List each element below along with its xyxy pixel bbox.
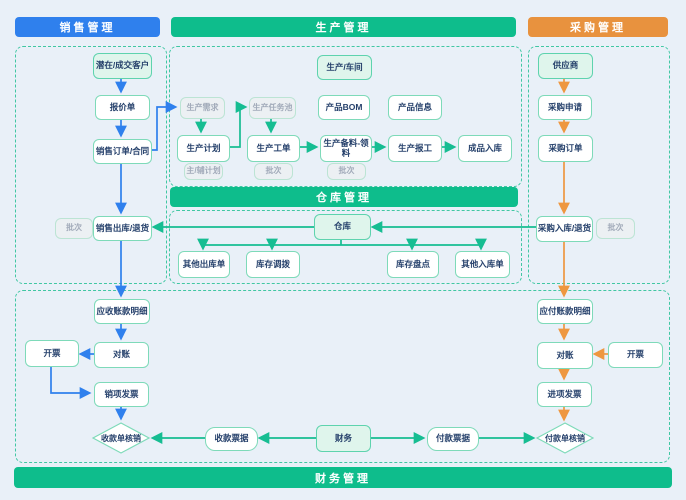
node-sales-quote: 报价单 [95,95,150,120]
sales-region [15,46,167,284]
node-prod-workshop: 生产/车间 [317,55,372,80]
node-sales-batch: 批次 [55,218,93,239]
node-prod-material-batch: 批次 [327,163,366,180]
node-wh-other-outbound: 其他出库单 [178,251,230,278]
node-prod-task-pool: 生产任务池 [249,97,296,119]
node-prod-work-order: 生产工单 [247,135,300,162]
node-proc-payable: 应付账款明细 [537,299,593,324]
node-proc-reconcile: 对账 [537,342,593,369]
node-payment-writeoff: 付款单核销 [536,422,594,454]
node-fin-payment-bill: 付款票据 [427,427,479,451]
node-wh-transfer: 库存调拨 [246,251,300,278]
procurement-region [528,46,670,284]
node-prod-work-order-batch: 批次 [254,163,293,180]
node-wh-stocktake: 库存盘点 [387,251,439,278]
finance-region [15,290,670,463]
node-proc-order: 采购订单 [538,135,593,162]
node-proc-batch: 批次 [596,218,635,239]
node-prod-product-info: 产品信息 [388,95,442,120]
node-prod-demand: 生产需求 [180,97,225,119]
node-proc-input-invoice: 进项发票 [537,382,592,407]
node-receipt-writeoff: 收款单核销 [92,422,150,454]
node-wh-other-inbound: 其他入库单 [455,251,510,278]
warehouse-region [169,210,522,284]
diamond-label: 付款单核销 [545,433,585,443]
node-prod-finished-inbound: 成品入库 [458,135,512,162]
node-sales-customer: 潜在/成交客户 [93,53,152,79]
node-sales-reconcile: 对账 [94,342,149,368]
diamond-label: 收款单核销 [101,433,141,443]
node-proc-inbound: 采购入库/退货 [536,216,593,242]
node-sales-order: 销售订单/合同 [93,139,152,164]
node-prod-bom: 产品BOM [318,95,370,120]
node-prod-material: 生产备料-领料 [320,135,372,162]
node-warehouse-hub: 仓库 [314,214,371,240]
node-prod-plan: 生产计划 [177,135,230,162]
node-prod-reporting: 生产报工 [388,135,442,162]
node-sales-receivable: 应收账款明细 [94,299,150,324]
procurement-header-bar: 采购管理 [528,17,668,37]
node-proc-request: 采购申请 [538,95,592,120]
sales-header-bar: 销售管理 [15,17,160,37]
node-fin-receipt-bill: 收款票据 [205,427,258,451]
node-proc-supplier: 供应商 [538,53,593,79]
node-proc-invoice: 开票 [608,342,663,368]
node-sales-invoice: 开票 [25,340,79,367]
node-prod-main-aux-plan: 主/辅计划 [184,163,223,180]
production-header-bar: 生产管理 [171,17,516,37]
warehouse-header-bar: 仓库管理 [170,187,518,207]
finance-header-bar: 财务管理 [14,467,672,488]
node-sales-output-invoice: 销项发票 [94,382,149,407]
node-fin-hub: 财务 [316,425,371,452]
node-sales-outbound: 销售出库/退货 [93,216,152,241]
